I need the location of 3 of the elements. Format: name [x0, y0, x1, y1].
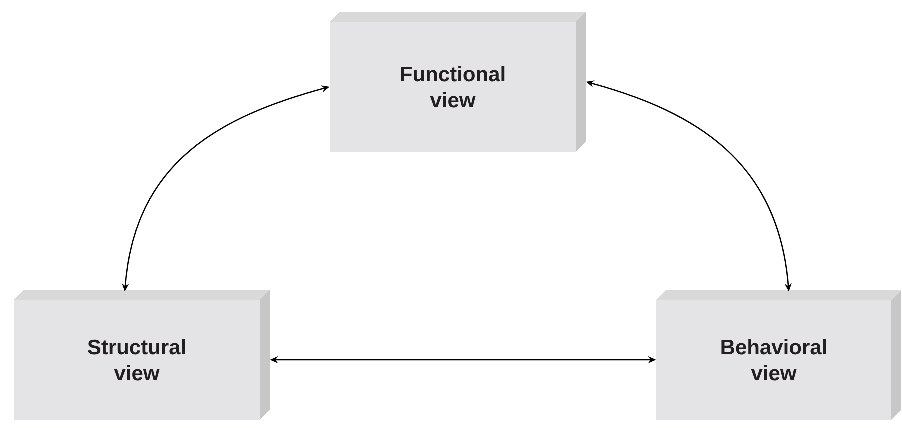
- view-box: Functional view: [330, 12, 586, 152]
- view-box: Behavioral view: [656, 290, 902, 420]
- view-box: Structural view: [14, 290, 270, 420]
